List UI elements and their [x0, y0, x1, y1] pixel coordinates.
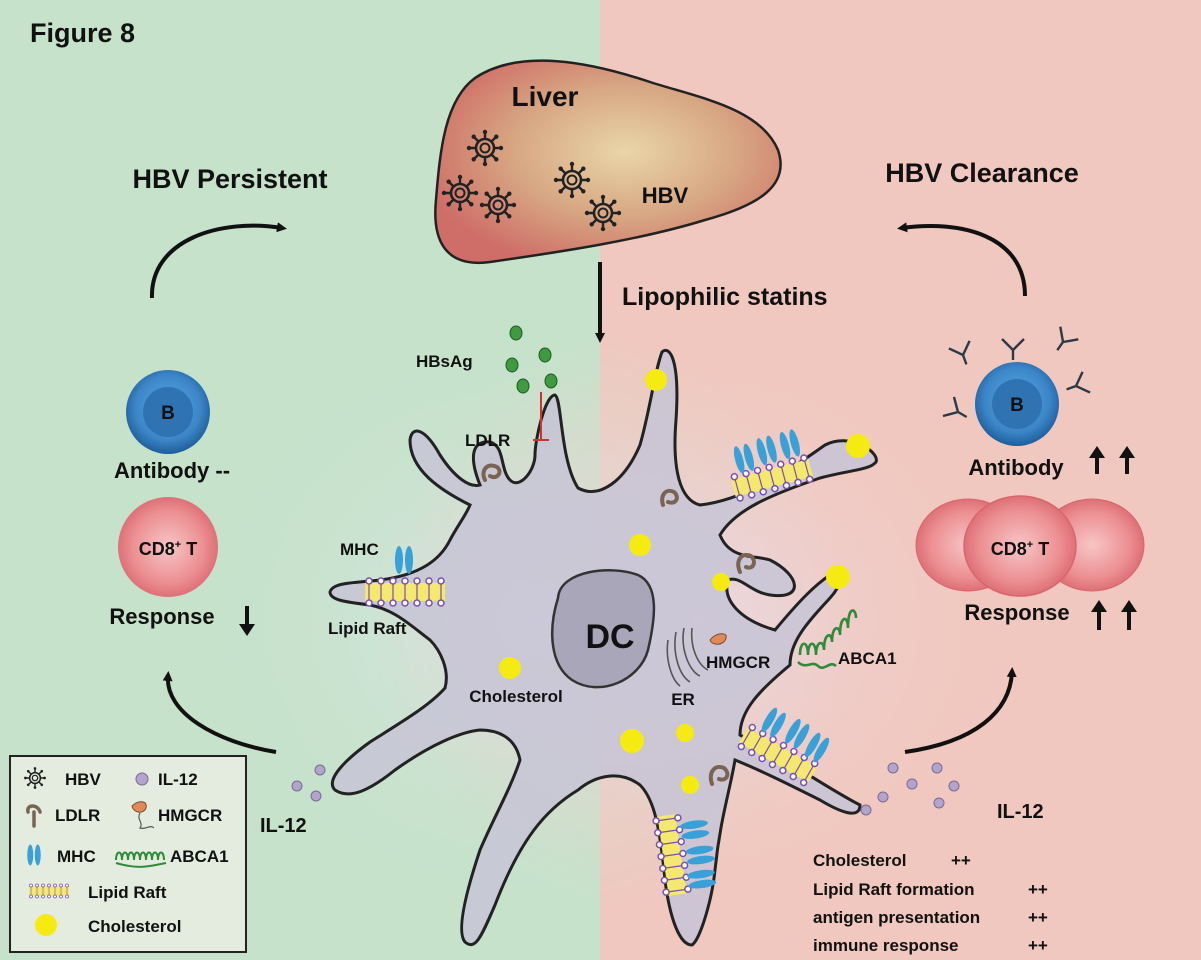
lipid-raft-label: Lipid Raft [328, 619, 407, 638]
er-icon [666, 627, 709, 687]
abca1-icon [115, 851, 167, 868]
left-top-arrow [149, 222, 287, 299]
abca1-transporter [797, 609, 858, 669]
right-title: HBV Clearance [885, 158, 1079, 188]
left-antibody-text: Antibody -- [114, 458, 230, 483]
right-t-cells: CD8+ T [915, 495, 1145, 597]
nucleus [551, 569, 656, 689]
right-b-cell: B [941, 325, 1092, 446]
left-bottom-arrow [162, 671, 277, 754]
cholesterol-droplets [499, 369, 870, 794]
figure-label: Figure 8 [30, 18, 135, 48]
hbsag-label: HBsAg [416, 352, 473, 371]
down-arrow-icon [239, 606, 255, 636]
left-b-cell-letter: B [161, 403, 175, 424]
left-response-text: Response [109, 604, 214, 629]
effect-label: immune response [813, 936, 959, 955]
statins-label: Lipophilic statins [622, 283, 828, 311]
legend-hmgcr: HMGCR [158, 806, 222, 825]
ldlr-receptors [481, 463, 756, 786]
il12-left-dots [291, 764, 326, 802]
legend-ldlr: LDLR [55, 806, 100, 825]
liver-virus-label: HBV [642, 183, 689, 208]
ldlr-label: LDLR [465, 431, 510, 450]
il12-icon [135, 772, 149, 786]
effect-value: ++ [951, 851, 971, 870]
left-b-cell: B [126, 370, 210, 454]
legend-abca1: ABCA1 [170, 847, 229, 866]
effect-label: Lipid Raft formation [813, 880, 974, 899]
left-t-cell-label: CD8+ T [139, 539, 197, 559]
left-title: HBV Persistent [132, 164, 327, 194]
abca1-label: ABCA1 [838, 649, 897, 668]
hmgcr-icon [131, 801, 155, 830]
hbsag-particles [505, 325, 558, 394]
il12-right-label: IL-12 [997, 801, 1044, 823]
left-t-cell: CD8+ T [118, 497, 218, 597]
right-b-cell-letter: B [1010, 395, 1024, 416]
legend-il12: IL-12 [158, 770, 198, 789]
legend-hbv: HBV [65, 770, 102, 789]
legend-mhc: MHC [57, 847, 96, 866]
right-bottom-arrow [904, 667, 1017, 754]
effect-label: antigen presentation [813, 908, 980, 927]
legend-lipid-raft: Lipid Raft [88, 883, 167, 902]
liver: Liver HBV [434, 59, 782, 265]
inhibition-icon [533, 392, 549, 441]
er-label: ER [671, 690, 695, 709]
right-antibody-text: Antibody [968, 455, 1064, 480]
right-response-text: Response [964, 600, 1069, 625]
effects-list: Cholesterol ++ Lipid Raft formation ++ a… [813, 851, 1048, 955]
up-arrows-icon [1091, 600, 1137, 630]
right-top-arrow [897, 222, 1027, 297]
ldlr-icon [26, 804, 42, 828]
right-t-cell-label: CD8+ T [991, 539, 1049, 559]
up-arrows-icon [1089, 446, 1135, 474]
effect-value: ++ [1028, 936, 1048, 955]
mhc-label: MHC [340, 540, 379, 559]
effect-label: Cholesterol [813, 851, 907, 870]
cell-name: DC [585, 618, 634, 656]
il12-left-label: IL-12 [260, 815, 307, 837]
liver-title: Liver [512, 81, 579, 112]
hmgcr-icon [709, 633, 727, 645]
cholesterol-label: Cholesterol [469, 687, 563, 706]
il12-right-dots [860, 762, 960, 816]
effect-value: ++ [1028, 880, 1048, 899]
cholesterol-icon [35, 914, 57, 936]
effect-value: ++ [1028, 908, 1048, 927]
hmgcr-label: HMGCR [706, 653, 770, 672]
legend-cholesterol: Cholesterol [88, 917, 182, 936]
legend: HBV IL-12 LDLR HMGCR MHC ABCA1 Lipid Raf… [9, 755, 247, 953]
